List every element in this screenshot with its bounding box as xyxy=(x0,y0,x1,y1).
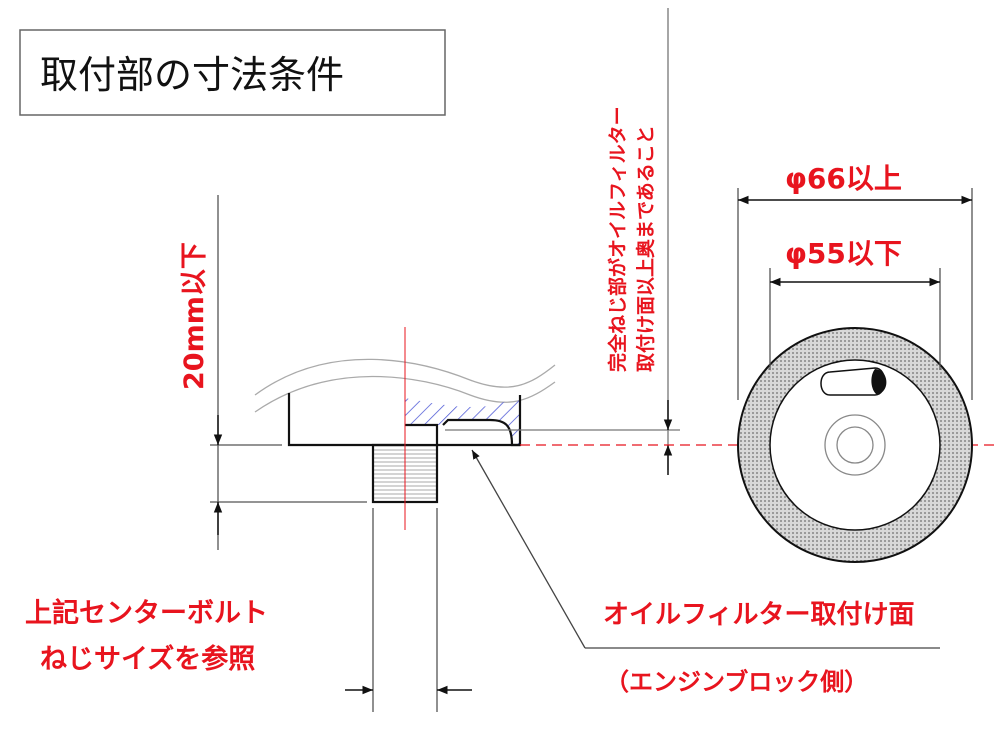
height-dimension: 20mm以下 xyxy=(179,195,367,550)
oil-port-slot xyxy=(820,367,886,396)
surface-leader: オイルフィルター取付け面 （エンジンブロック側） xyxy=(471,449,940,696)
surface-side-label: （エンジンブロック側） xyxy=(605,668,868,696)
inner-diameter-label: φ55以下 xyxy=(785,237,902,270)
outer-diameter-label: φ66以上 xyxy=(785,162,902,195)
height-limit-label: 20mm以下 xyxy=(179,242,210,390)
bolt-note-line2: ねじサイズを参照 xyxy=(40,643,255,675)
diagram-title: 取付部の寸法条件 xyxy=(40,53,344,97)
thread-depth-dimension: 完全ねじ部がオイルフィルター 取付け面以上奥まであること xyxy=(445,8,995,475)
thread-note-line1: 完全ねじ部がオイルフィルター xyxy=(606,106,629,372)
surface-label: オイルフィルター取付け面 xyxy=(603,600,914,630)
thread-note-line2: 取付け面以上奥まであること xyxy=(634,125,657,372)
bolt-width-dimension: 上記センターボルト ねじサイズを参照 xyxy=(25,508,472,712)
bolt-note-line1: 上記センターボルト xyxy=(25,597,268,629)
diameter-dimensions: φ66以上 φ55以下 xyxy=(737,162,973,400)
title-box: 取付部の寸法条件 xyxy=(19,29,446,116)
section-view xyxy=(254,327,556,530)
front-view xyxy=(737,327,973,563)
